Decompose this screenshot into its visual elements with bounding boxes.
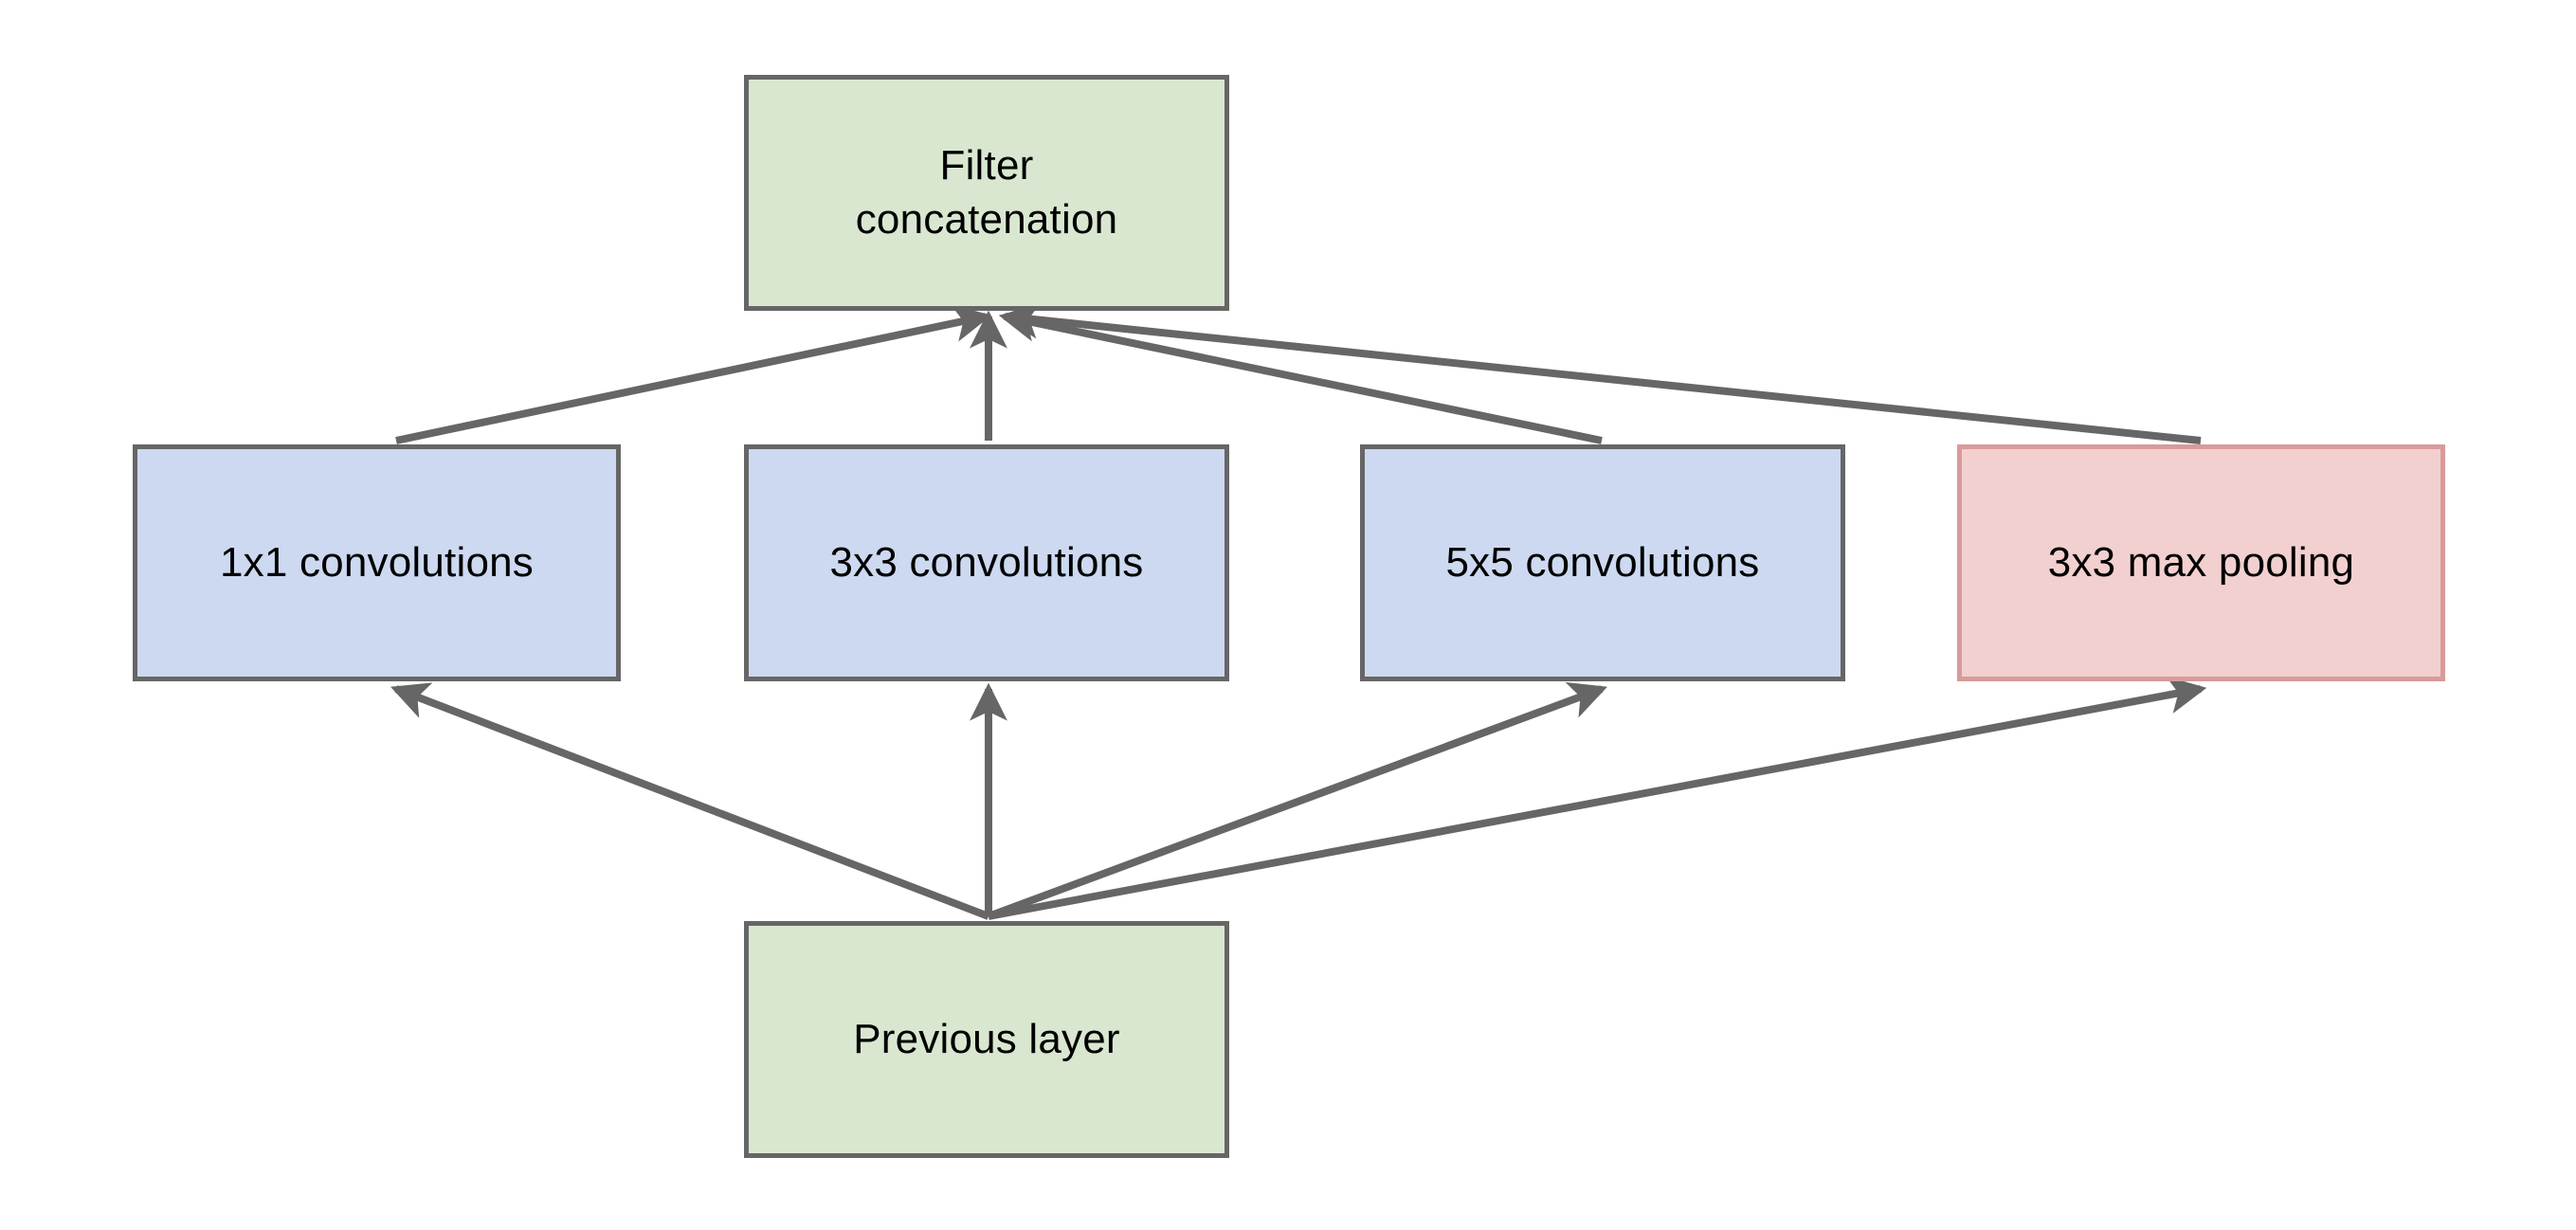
node-label: 1x1 convolutions	[220, 538, 534, 586]
node-label: Filter concatenation	[855, 142, 1118, 243]
node-filter-concatenation[interactable]: Filter concatenation	[744, 75, 1229, 311]
node-label: 3x3 max pooling	[2047, 538, 2355, 586]
edge-5x5-to-concat	[998, 304, 1603, 444]
edge-1x1-to-concat	[395, 304, 992, 444]
node-maxpool-3x3[interactable]: 3x3 max pooling	[1957, 444, 2445, 681]
node-label: 5x5 convolutions	[1445, 538, 1760, 586]
node-conv-5x5[interactable]: 5x5 convolutions	[1360, 444, 1845, 681]
node-label: 3x3 convolutions	[829, 538, 1144, 586]
node-previous-layer[interactable]: Previous layer	[744, 921, 1229, 1158]
edge-prev-to-1x1	[390, 682, 990, 920]
edge-prev-to-pool	[988, 676, 2207, 920]
node-label: Previous layer	[853, 1015, 1120, 1062]
node-conv-3x3[interactable]: 3x3 convolutions	[744, 444, 1229, 681]
edge-prev-to-5x5	[987, 681, 1608, 920]
node-conv-1x1[interactable]: 1x1 convolutions	[133, 444, 621, 681]
edge-pool-to-concat	[1000, 300, 2202, 444]
